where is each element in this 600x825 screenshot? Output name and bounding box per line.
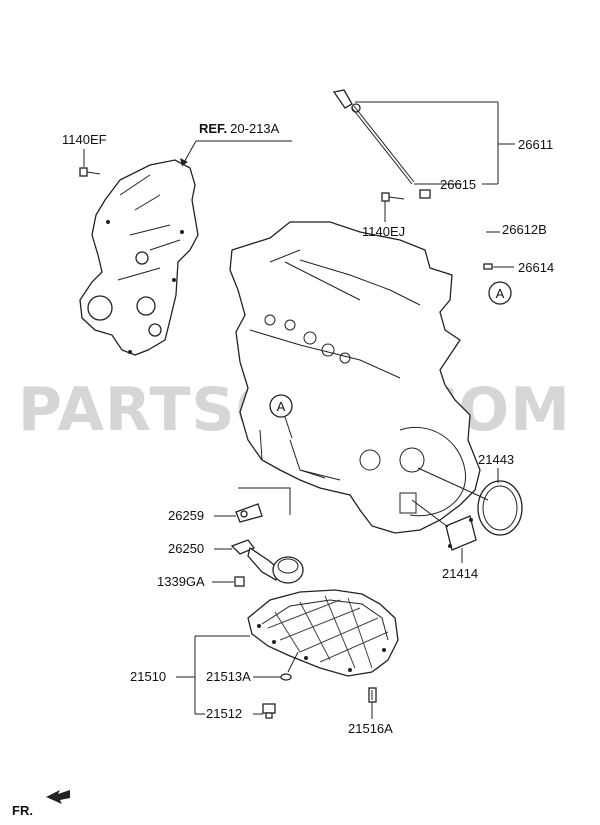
label-21414: 21414 [442, 566, 478, 581]
label-26614: 26614 [518, 260, 554, 275]
oil-seal-21443[interactable] [477, 480, 523, 536]
oil-strainer-26250[interactable] [230, 539, 304, 584]
label-21510: 21510 [130, 669, 166, 684]
label-26250: 26250 [168, 541, 204, 556]
callout-a-block[interactable]: A [269, 394, 293, 418]
label-1140ef: 1140EF [62, 132, 107, 147]
label-26612b: 26612B [502, 222, 547, 237]
drain-plug-21512[interactable] [262, 703, 276, 719]
label-26259: 26259 [168, 508, 204, 523]
bolt-1140ef[interactable] [79, 167, 101, 177]
drain-plug-gasket-21513a[interactable] [280, 673, 292, 681]
callout-a-block-text: A [277, 399, 286, 414]
timing-chain-cover[interactable] [79, 159, 199, 356]
label-1140ej: 1140EJ [362, 224, 405, 239]
callout-a-tube-text: A [496, 286, 505, 301]
engine-block[interactable] [229, 221, 481, 534]
ref-label: REF.20-213A [199, 121, 280, 136]
oil-level-gauge-26615[interactable] [332, 89, 415, 185]
gasket-26259[interactable] [235, 503, 263, 523]
label-26611: 26611 [518, 137, 553, 152]
oil-pan-21510[interactable] [247, 589, 399, 677]
bolt-21516a[interactable] [368, 687, 377, 703]
o-ring-26614[interactable] [483, 263, 493, 270]
guide-tube-26612b[interactable] [411, 188, 490, 263]
ref-number: 20-213A [230, 121, 279, 136]
front-label: FR. [12, 803, 33, 818]
bolt-1140ej[interactable] [381, 192, 405, 202]
cover-21414[interactable] [445, 515, 477, 551]
label-21443: 21443 [478, 452, 514, 467]
front-arrow-icon [46, 790, 70, 804]
label-21512: 21512 [206, 706, 242, 721]
label-21516a: 21516A [348, 721, 393, 736]
front-direction-indicator: FR. [12, 790, 70, 818]
label-26615: 26615 [440, 177, 476, 192]
label-21513a: 21513A [206, 669, 251, 684]
ref-prefix: REF. [199, 121, 227, 136]
bolt-1339ga[interactable] [234, 576, 245, 587]
label-1339ga: 1339GA [157, 574, 205, 589]
callout-a-tube[interactable]: A [488, 281, 512, 305]
